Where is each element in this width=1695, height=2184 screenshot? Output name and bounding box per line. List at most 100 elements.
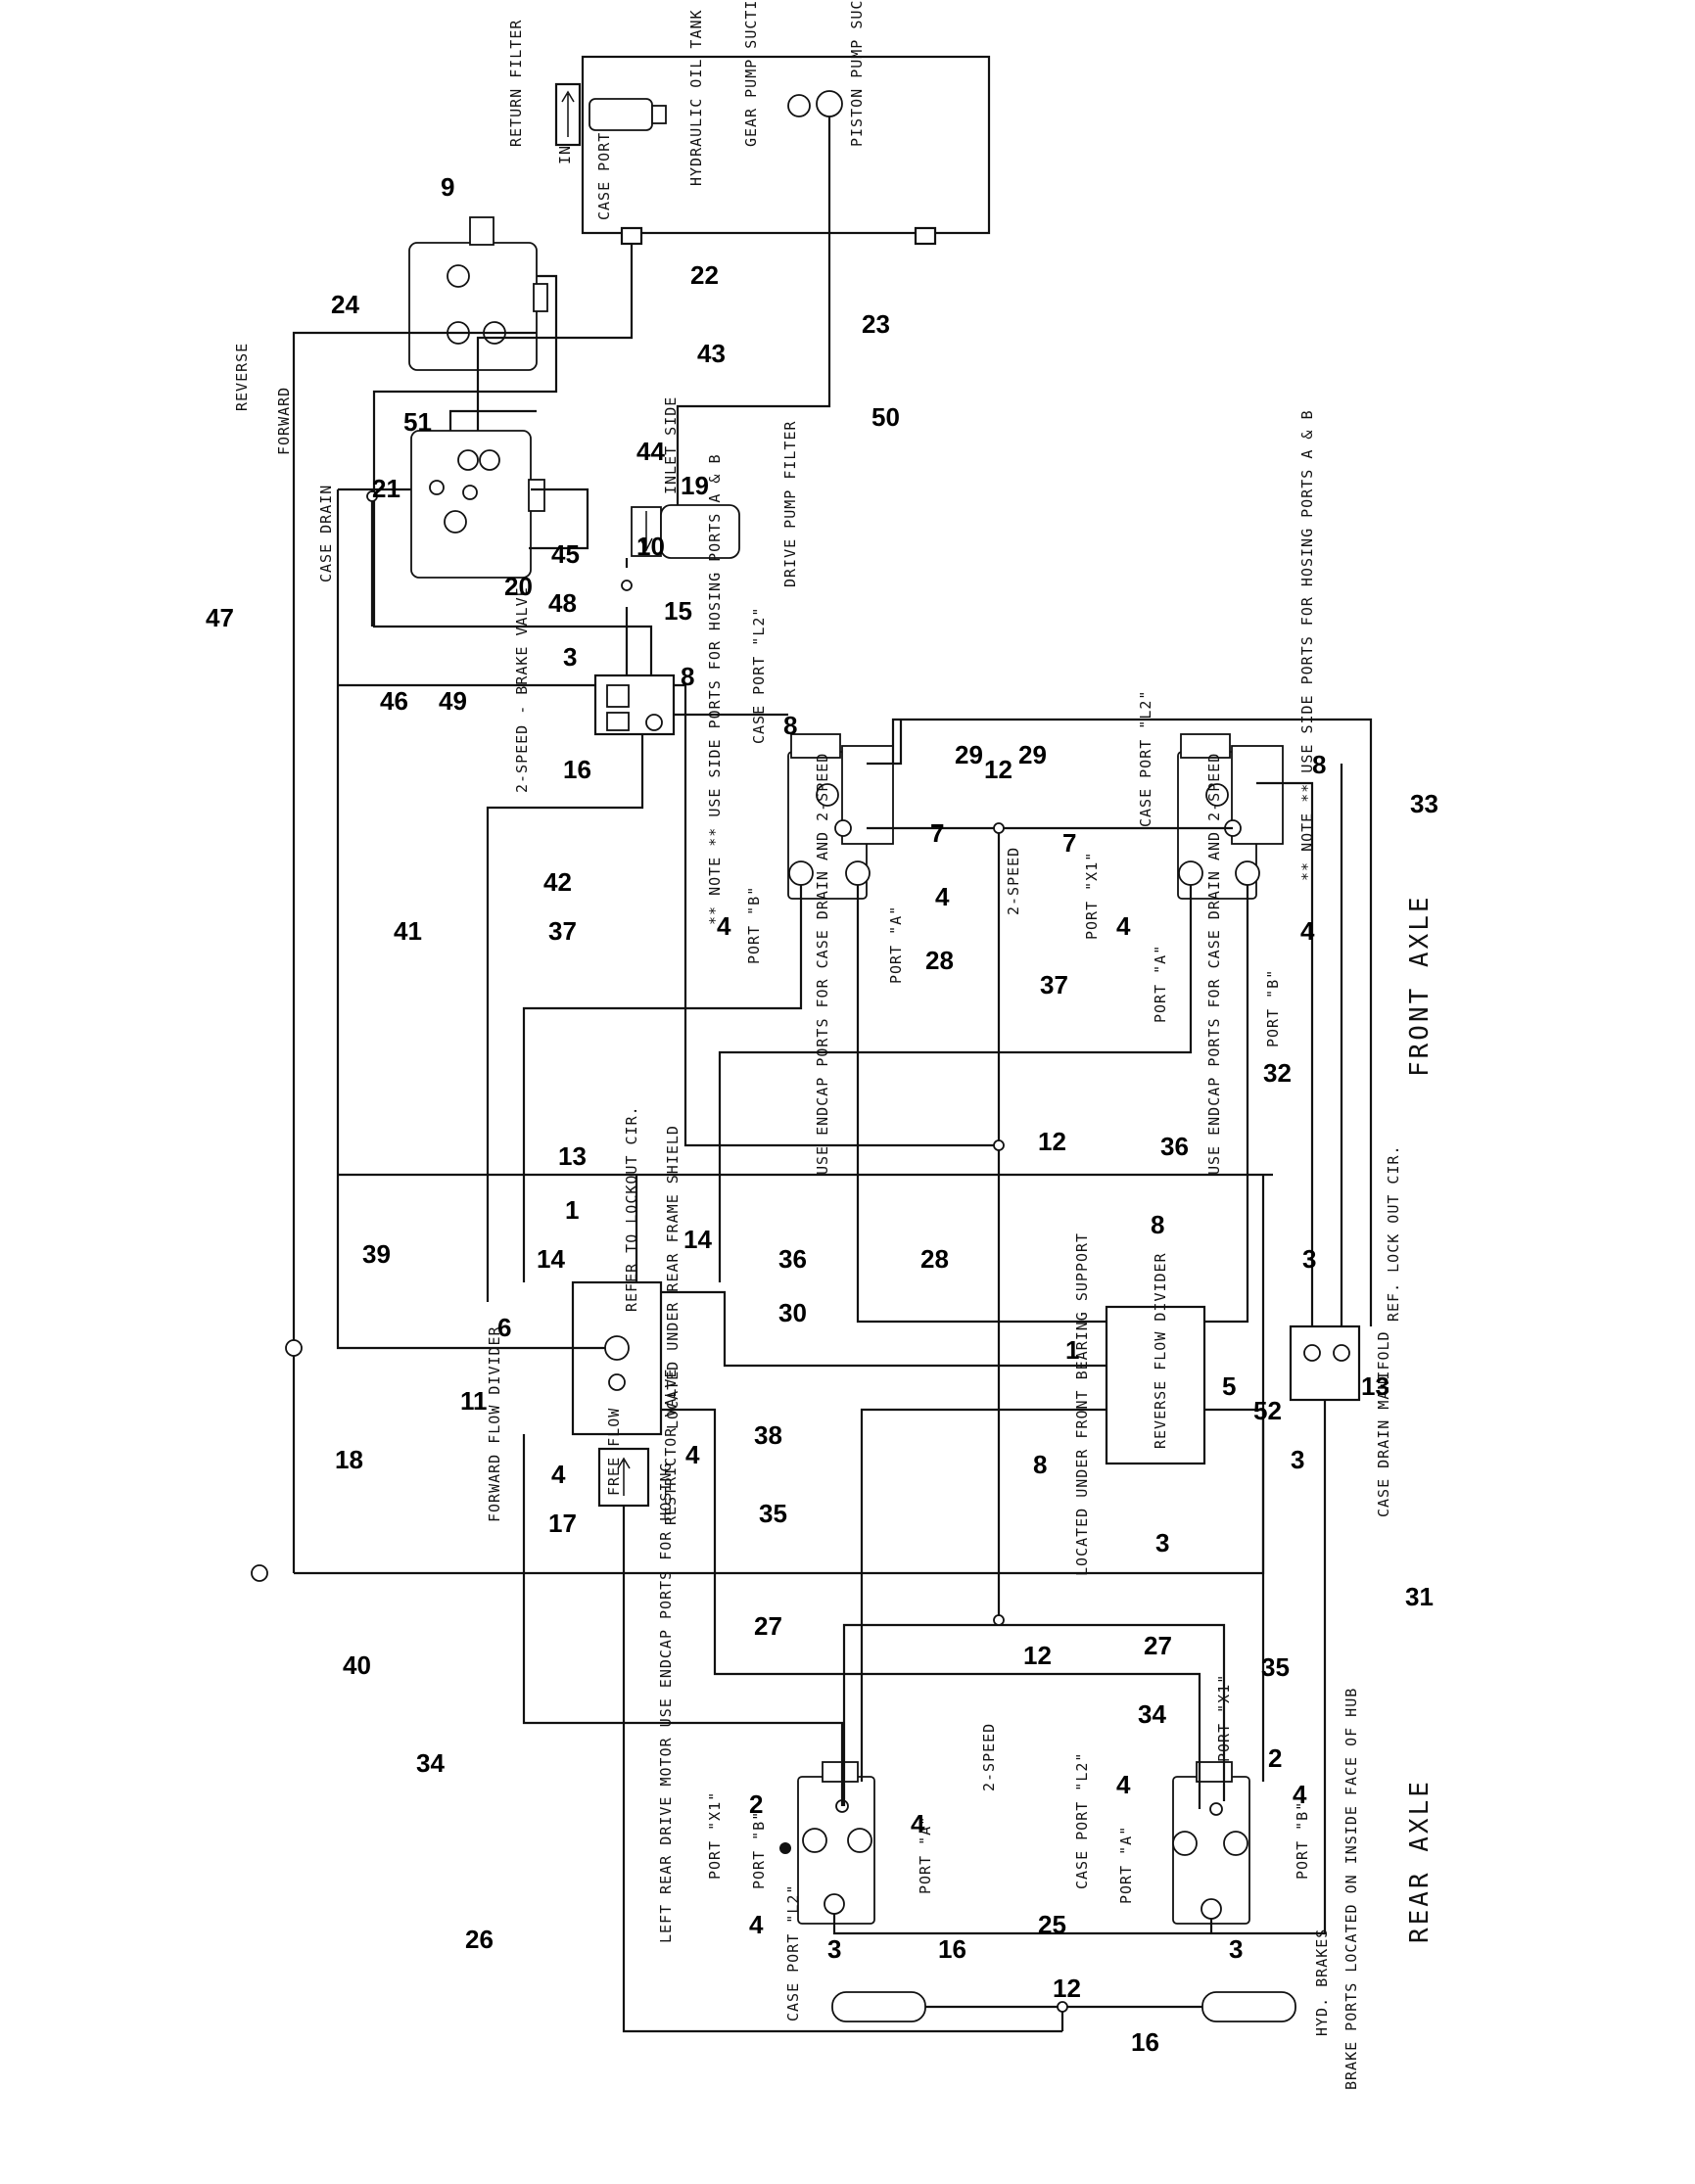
- manifold-label: CASE DRAIN MANIFOLD: [1375, 1330, 1392, 1517]
- callout-22: 22: [690, 260, 719, 290]
- callout-14b: 14: [683, 1225, 712, 1254]
- case-drain-label: CASE DRAIN: [317, 485, 335, 582]
- callout-48: 48: [548, 588, 577, 618]
- manifold-ref: REF. LOCK OUT CIR.: [1385, 1144, 1402, 1322]
- callout-21: 21: [372, 474, 400, 503]
- free-flow-label: FREE FLOW: [605, 1408, 623, 1496]
- rl-case-port: CASE PORT "L2": [784, 1884, 802, 2021]
- callout-20: 20: [504, 572, 533, 601]
- rev-located: LOCATED UNDER FRONT BEARING SUPPORT: [1073, 1232, 1091, 1576]
- rl-port-b: PORT "B": [750, 1811, 768, 1889]
- callout-37b: 37: [1040, 970, 1068, 999]
- rr-port-a: PORT "A": [1117, 1826, 1135, 1904]
- callout-37a: 37: [548, 916, 577, 946]
- callout-16b: 16: [938, 1934, 966, 1964]
- callout-33: 33: [1410, 789, 1438, 818]
- restrictor-label: RESTRICTOR VALVE: [662, 1369, 680, 1526]
- brakes-label: HYD. BRAKES: [1313, 1928, 1331, 2036]
- two-speed-rear: 2-SPEED: [980, 1723, 998, 1791]
- callout-8c: 8: [1312, 750, 1326, 779]
- brake-left: [831, 1991, 926, 2022]
- junction-dots: [251, 490, 1068, 2013]
- brake-right: [1201, 1991, 1296, 2022]
- fwd-refer: REFER TO LOCKOUT CIR.: [623, 1105, 640, 1312]
- callout-14a: 14: [537, 1244, 565, 1274]
- front-left-motor: [787, 733, 894, 900]
- callout-4i: 4: [1116, 1770, 1131, 1799]
- callout-7a: 7: [1062, 828, 1076, 858]
- callout-13a: 13: [558, 1141, 587, 1171]
- callout-42: 42: [543, 867, 572, 897]
- callout-26: 26: [465, 1925, 494, 1954]
- callout-17: 17: [548, 1509, 577, 1538]
- callout-27b: 27: [1144, 1631, 1172, 1660]
- callout-34b: 34: [1138, 1699, 1166, 1729]
- callout-8e: 8: [1033, 1450, 1047, 1479]
- rear-left-motor: [779, 1761, 875, 1925]
- inlet-side-label: INLET SIDE: [662, 396, 680, 494]
- callout-44: 44: [636, 437, 665, 466]
- callout-50: 50: [871, 402, 900, 432]
- callout-3f: 3: [827, 1934, 841, 1964]
- in-label: IN: [556, 145, 574, 164]
- callout-39: 39: [362, 1239, 391, 1269]
- callout-29b: 29: [1018, 740, 1047, 769]
- callout-45: 45: [551, 539, 580, 569]
- callout-36b: 36: [1160, 1132, 1189, 1161]
- fl-note: ** NOTE ** USE SIDE PORTS FOR HOSING POR…: [706, 454, 724, 925]
- callout-10: 10: [636, 532, 665, 561]
- rl-label: LEFT REAR DRIVE MOTOR USE ENDCAP PORTS F…: [657, 1462, 675, 1943]
- callout-52: 52: [1253, 1396, 1282, 1425]
- callout-35b: 35: [1261, 1652, 1290, 1682]
- fr-note: ** NOTE ** USE SIDE PORTS FOR HOSING POR…: [1298, 410, 1316, 881]
- callout-1b: 1: [1065, 1335, 1079, 1365]
- callout-31: 31: [1405, 1582, 1434, 1611]
- rr-port-b: PORT "B": [1294, 1801, 1311, 1880]
- callout-9: 9: [441, 172, 454, 202]
- fl-case-port: CASE PORT "L2": [750, 607, 768, 744]
- rear-right-motor: [1172, 1761, 1250, 1925]
- rear-axle-label: REAR AXLE: [1405, 1779, 1435, 1943]
- return-filter-label: RETURN FILTER: [507, 20, 525, 147]
- callout-12c: 12: [1023, 1641, 1052, 1670]
- callout-4e: 4: [551, 1460, 566, 1489]
- hydraulic-oil-tank: [554, 55, 991, 246]
- fl-port-a: PORT "A": [887, 906, 905, 984]
- callout-7b: 7: [930, 818, 944, 848]
- fr-port-b: PORT "B": [1264, 969, 1282, 1047]
- brakes-note: BRAKE PORTS LOCATED ON INSIDE FACE OF HU…: [1342, 1688, 1360, 2090]
- callout-23: 23: [862, 309, 890, 339]
- callout-40: 40: [343, 1650, 371, 1680]
- callout-4c: 4: [1116, 911, 1131, 941]
- callout-43: 43: [697, 339, 726, 368]
- callout-30: 30: [778, 1298, 807, 1327]
- callout-47: 47: [206, 603, 234, 632]
- callout-28b: 28: [920, 1244, 949, 1274]
- fr-port-a: PORT "A": [1152, 945, 1169, 1023]
- callout-28a: 28: [925, 946, 954, 975]
- front-axle-label: FRONT AXLE: [1405, 894, 1435, 1077]
- two-speed-front: 2-SPEED: [1005, 847, 1022, 915]
- callout-12d: 12: [1053, 1974, 1081, 2003]
- callout-36a: 36: [778, 1244, 807, 1274]
- fr-endcap: USE ENDCAP PORTS FOR CASE DRAIN AND 2-SP…: [1205, 753, 1223, 1175]
- callout-12a: 12: [984, 755, 1012, 784]
- callout-8d: 8: [1151, 1210, 1164, 1239]
- callout-49: 49: [439, 686, 467, 716]
- hydraulic-oil-tank-label: HYDRAULIC OIL TANK: [687, 9, 705, 186]
- callout-4g: 4: [911, 1809, 925, 1838]
- piston-pump: [410, 430, 545, 579]
- brake-valve: [593, 674, 676, 736]
- fwd-label: FORWARD FLOW DIVIDER: [486, 1325, 503, 1522]
- rr-case-port: CASE PORT "L2": [1073, 1752, 1091, 1889]
- callout-4b: 4: [935, 882, 950, 911]
- callout-19: 19: [681, 471, 709, 500]
- callout-3d: 3: [1155, 1528, 1169, 1557]
- hydraulic-lines: [292, 116, 1373, 2033]
- callout-35a: 35: [759, 1499, 787, 1528]
- callout-8a: 8: [681, 662, 694, 691]
- callout-2a: 2: [749, 1789, 763, 1819]
- reverse-label: REVERSE: [233, 343, 251, 411]
